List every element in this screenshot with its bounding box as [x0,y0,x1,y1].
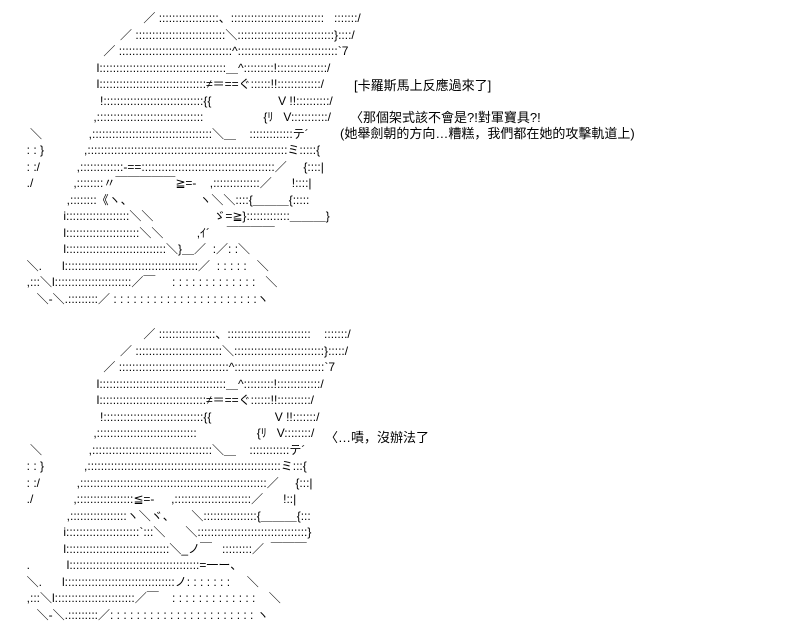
art-line: ＼ ,::::::::::::::::::::::::::::::::::::＼… [0,442,306,457]
art-line: ＼. l::::::::::::::::::::::::::::::::::::… [0,258,269,273]
art-line: ,:::＼l::::::::::::::::::::::::／￣ : : : :… [0,591,281,605]
art-line: : : } ,:::::::::::::::::::::::::::::::::… [0,143,321,157]
art-line: l:::::::::::::::::::::::::::::::＼_ノ￣ :::… [0,541,307,556]
art-line: : :/ ,::::::::::::::::::::::::::::::::::… [0,475,313,490]
art-line: i:::::::::::::::::::＼＼ ゞ=≧}:::::::::::::… [0,209,330,223]
dialogue-line: 〈那個架式該不會是?!對軍寶具?! [350,110,541,125]
art-line: . l:::::::::::::::::::::::::::::::::::::… [0,558,243,572]
art-line: l::::::::::::::::::::::::::::::::≠＝==ぐ::… [0,393,314,407]
art-line: l::::::::::::::::::::::::::::::＼}＿／ :／: … [0,242,251,256]
art-line: ./ ,::::::::〃￣￣￣￣￣≧=- ,::::::::::::::／ !… [0,176,312,190]
art-line: l::::::::::::::::::::::::::::::::::::::＿… [0,60,331,75]
art-line: l::::::::::::::::::::::::::::::::≠＝==ぐ::… [0,77,324,91]
art-line: ＼ ,::::::::::::::::::::::::::::::::::::＼… [0,126,309,141]
art-line: ＼-＼.:::::::::／: : : : : : : : : : : : : … [0,607,269,622]
art-line: ,:::::::::::::::::::::::::::::: {ﾘ V::::… [0,426,315,440]
art-line: ／ :::::::::::::::::::::::::::＼::::::::::… [0,27,355,42]
art-line: : : } ,:::::::::::::::::::::::::::::::::… [0,459,307,473]
art-line: : :/ ,:::::::::::::-==::::::::::::::::::… [0,159,324,174]
art-line: ./ ,:::::::::::::::::≦=- ,::::::::::::::… [0,492,297,506]
art-line: ,:::＼l:::::::::::::::::::::::／￣ : : : : … [0,275,278,289]
art-line: ,::::::::《ヽ、 ヽ＼＼::::{＿＿＿{::::: [0,192,310,207]
art-line: ／ :::::::::::::::::、::::::::::::::::::::… [0,327,351,341]
art-line: l::::::::::::::::::::::＼＼ ,ｲ´ ￣￣￣￣ [0,225,275,240]
art-line: ／ ::::::::::::::::::、:::::::::::::::::::… [0,11,361,25]
art-line: ,:::::::::::::::::ヽ＼ヾ、 ＼::::::::::::::::… [0,508,311,523]
dialogue-line-2: 〈…嘖，沒辦法了 [325,430,430,445]
art-line: ＼. l:::::::::::::::::::::::::::::::::ノ: … [0,574,259,589]
ascii-art-panel-1: ／ ::::::::::::::::::、:::::::::::::::::::… [0,10,361,307]
art-line: l::::::::::::::::::::::::::::::::::::::＿… [0,376,324,391]
art-line: ,:::::::::::::::::::::::::::::::: {ﾘ V::… [0,110,331,124]
narration-caption: [卡羅斯馬上反應過來了] [354,78,492,93]
art-line: ＼-＼.:::::::::／ : : : : : : : : : : : : :… [0,291,269,306]
art-line: ／ ::::::::::::::::::::::::::＼:::::::::::… [0,343,349,358]
art-line: !::::::::::::::::::::::::::::::{{ V !!::… [0,93,333,108]
art-line: i::::::::::::::::::::::`:::＼ ＼::::::::::… [0,525,312,539]
art-line: ／ :::::::::::::::::::::::::::::::::^::::… [0,360,336,374]
ascii-art-panel-2: ／ :::::::::::::::::、::::::::::::::::::::… [0,326,351,623]
thought-line: (她舉劍朝的方向…糟糕，我們都在她的攻擊軌道上) [340,126,635,141]
art-line: ／ ::::::::::::::::::::::::::::::::::^:::… [0,44,349,58]
art-line: !::::::::::::::::::::::::::::::{{ V !!::… [0,409,320,424]
